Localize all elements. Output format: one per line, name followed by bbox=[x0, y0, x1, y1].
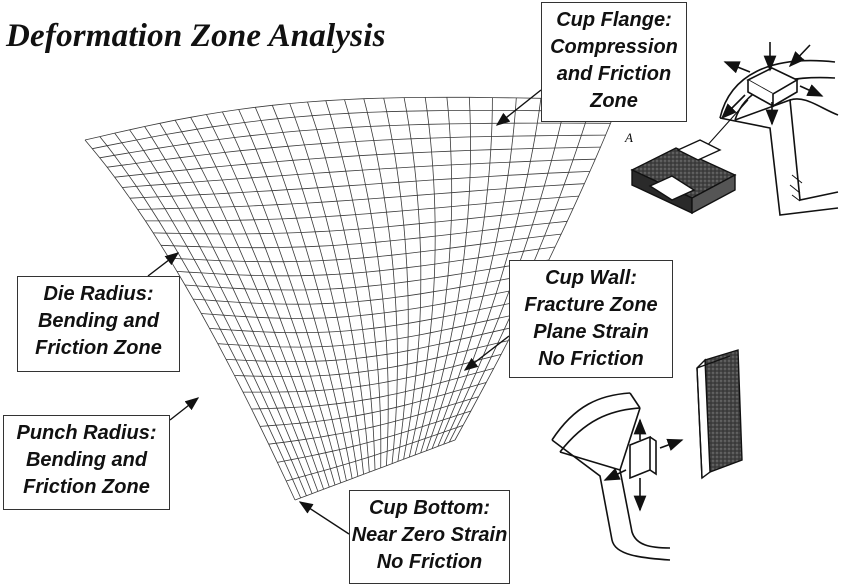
callout-line: Friction Zone bbox=[35, 337, 162, 359]
mesh-line bbox=[286, 425, 464, 482]
mesh-line bbox=[260, 382, 487, 427]
diagram-title: Deformation Zone Analysis bbox=[6, 18, 386, 54]
element-label-a: A bbox=[625, 130, 633, 145]
mesh-line bbox=[184, 259, 549, 291]
die-radius-leader bbox=[147, 252, 180, 277]
leader-arrows bbox=[147, 89, 542, 535]
mesh-line bbox=[193, 272, 543, 305]
flange-element-sketch bbox=[704, 42, 839, 216]
callout-line: Fracture Zone bbox=[524, 294, 658, 316]
callout-line: Bending and bbox=[25, 449, 148, 471]
callout-line: No Friction bbox=[538, 348, 644, 370]
mesh-line bbox=[234, 340, 509, 377]
mesh-line bbox=[201, 286, 536, 319]
flange-leader bbox=[495, 89, 542, 126]
callout-line: Cup Wall: bbox=[545, 267, 637, 289]
callout-line: Cup Flange: bbox=[556, 9, 672, 31]
callout-line: Zone bbox=[590, 90, 638, 112]
mesh-line bbox=[217, 312, 523, 348]
callout-die-radius: Die Radius: Bending and Friction Zone bbox=[17, 276, 180, 372]
mesh-line bbox=[226, 326, 516, 362]
mesh-line bbox=[294, 439, 456, 501]
callout-cup-bottom: Cup Bottom: Near Zero Strain No Friction bbox=[349, 490, 510, 584]
mesh-line bbox=[160, 220, 568, 249]
mesh-line bbox=[289, 103, 370, 473]
mesh-line bbox=[107, 134, 606, 168]
callout-line: No Friction bbox=[376, 551, 483, 573]
callout-line: and Friction bbox=[556, 63, 672, 85]
wall-element-sketch bbox=[551, 392, 684, 561]
mesh-line bbox=[243, 354, 502, 393]
punch-radius-leader bbox=[169, 397, 200, 421]
mesh-line bbox=[145, 195, 579, 222]
mesh-line bbox=[153, 208, 574, 235]
mesh-line bbox=[176, 246, 556, 277]
callout-punch-radius: Punch Radius: Bending and Friction Zone bbox=[3, 415, 170, 510]
callout-cup-wall: Cup Wall: Fracture Zone Plane Strain No … bbox=[509, 260, 673, 378]
mesh-line bbox=[137, 183, 585, 210]
wall-leader bbox=[463, 335, 510, 371]
mesh-line bbox=[277, 410, 472, 463]
callout-line: Compression bbox=[550, 36, 678, 58]
mesh-line bbox=[122, 158, 596, 188]
callout-line: Die Radius: bbox=[43, 283, 154, 305]
mesh-line bbox=[84, 96, 621, 141]
mesh-line bbox=[92, 110, 616, 150]
callout-line: Friction Zone bbox=[23, 476, 150, 498]
mesh-line bbox=[168, 233, 562, 263]
callout-line: Plane Strain bbox=[533, 321, 649, 343]
mesh-line bbox=[129, 171, 590, 199]
callout-line: Near Zero Strain bbox=[351, 524, 508, 546]
wall-element-block bbox=[696, 349, 743, 480]
bottom-leader bbox=[298, 501, 350, 535]
mesh-line bbox=[114, 146, 601, 178]
callout-line: Bending and bbox=[37, 310, 160, 332]
mesh-line bbox=[209, 299, 530, 334]
mesh-line bbox=[251, 368, 494, 410]
deformation-mesh bbox=[84, 96, 621, 501]
flange-element-block bbox=[630, 139, 737, 215]
callout-cup-flange: Cup Flange: Compression and Friction Zon… bbox=[541, 2, 687, 122]
callout-line: Cup Bottom: bbox=[368, 497, 491, 519]
mesh-line bbox=[99, 122, 611, 159]
mesh-line bbox=[174, 120, 330, 488]
mesh-line bbox=[268, 396, 479, 445]
callout-line: Punch Radius: bbox=[16, 422, 157, 444]
